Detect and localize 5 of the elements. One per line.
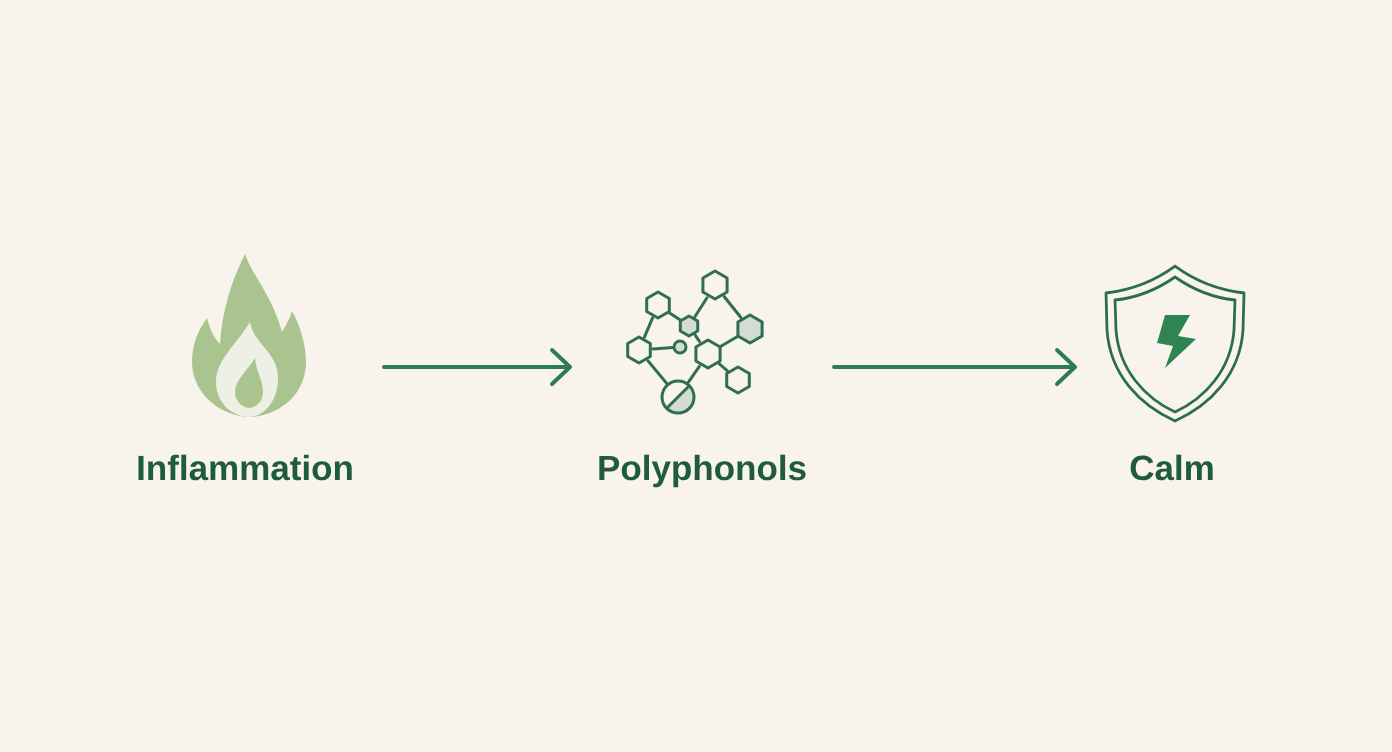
node-label: Polyphonols xyxy=(599,454,806,488)
arrow xyxy=(832,348,1077,386)
node-label: Calm xyxy=(1130,454,1213,481)
arrow xyxy=(382,348,572,386)
node-label: Inflammation xyxy=(138,454,352,481)
